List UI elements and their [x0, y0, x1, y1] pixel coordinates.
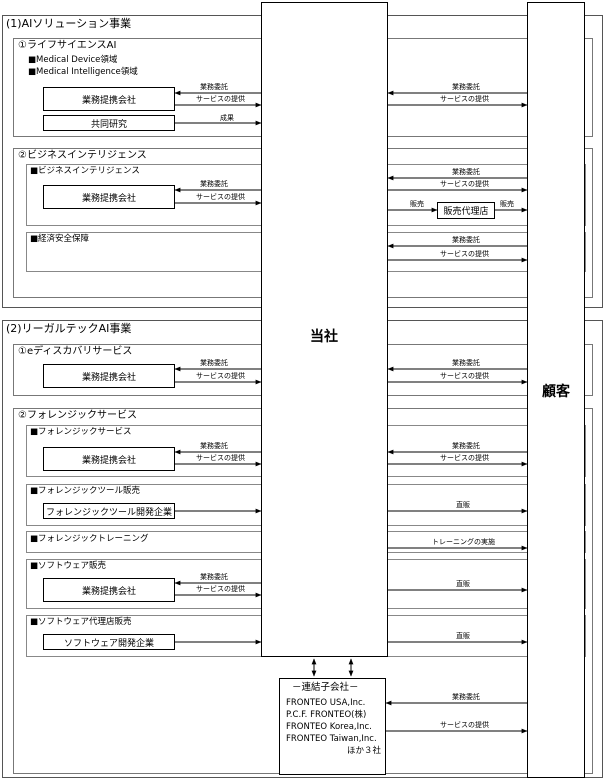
- forensic-partner-label: 業務提携会社: [81, 455, 136, 466]
- forensic-training-title: ■フォレンジックトレーニング: [30, 534, 149, 544]
- label-outsourcing: 業務委託: [200, 83, 228, 91]
- business-intelligence-title: ②ビジネスインテリジェンス: [18, 150, 147, 161]
- label-service: サービスの提供: [440, 372, 489, 380]
- software-sales-title: ■ソフトウェア販売: [30, 561, 107, 571]
- label-outsourcing: 業務委託: [200, 442, 228, 450]
- label-service: サービスの提供: [196, 585, 245, 593]
- section-ai-solution-title: (1)AIソリューション事業: [6, 17, 132, 30]
- consolidated-line: FRONTEO Taiwan,Inc.: [286, 734, 377, 744]
- label-outsourcing: 業務委託: [452, 359, 480, 367]
- label-direct: 直販: [456, 632, 470, 640]
- label-outsourcing: 業務委託: [452, 693, 480, 701]
- forensic-partner-box: 業務提携会社: [43, 447, 175, 471]
- label-training: トレーニングの実施: [432, 538, 495, 546]
- label-service: サービスの提供: [196, 193, 245, 201]
- consolidated-line: ほか３社: [347, 746, 382, 756]
- label-outsourcing: 業務委託: [200, 359, 228, 367]
- label-direct: 直販: [456, 501, 470, 509]
- company-label: 当社: [310, 329, 338, 345]
- consolidated-box: [279, 678, 386, 775]
- life-science-title: ①ライフサイエンスAI: [18, 40, 117, 51]
- label-direct: 直販: [456, 580, 470, 588]
- life-science-partner-box: 業務提携会社: [43, 87, 175, 111]
- label-outsourcing: 業務委託: [200, 180, 228, 188]
- customer-label: 顧客: [542, 384, 570, 400]
- joint-research-label: 共同研究: [90, 119, 127, 130]
- bi-partner-box: 業務提携会社: [43, 185, 175, 209]
- label-service: サービスの提供: [440, 454, 489, 462]
- label-service: サービスの提供: [196, 372, 245, 380]
- label-outsourcing: 業務委託: [200, 573, 228, 581]
- company-box: [261, 2, 388, 657]
- ediscovery-title: ①eディスカバリサービス: [18, 346, 133, 357]
- software-dev-label: ソフトウェア開発企業: [63, 638, 154, 649]
- label-service: サービスの提供: [440, 95, 489, 103]
- forensic-tool-title: ■フォレンジックツール販売: [30, 486, 141, 496]
- forensic-tool-dev-box: フォレンジックツール開発企業: [43, 503, 175, 519]
- consolidated-line: FRONTEO Korea,Inc.: [286, 722, 372, 732]
- section-legaltech-title: (2)リーガルテックAI事業: [6, 322, 132, 335]
- forensic-tool-dev-label: フォレンジックツール開発企業: [45, 507, 172, 518]
- joint-research-box: 共同研究: [43, 115, 175, 131]
- medical-device-bullet: ■Medical Device領域: [28, 55, 118, 65]
- consolidated-line: P.C.F. FRONTEO(株): [286, 710, 367, 720]
- label-service: サービスの提供: [196, 454, 245, 462]
- economic-security-title: ■経済安全保障: [30, 234, 90, 244]
- ediscovery-partner-label: 業務提携会社: [81, 372, 136, 383]
- label-service: サービスの提供: [440, 180, 489, 188]
- label-outsourcing: 業務委託: [452, 168, 480, 176]
- label-sales: 販売: [500, 200, 514, 208]
- label-outsourcing: 業務委託: [452, 236, 480, 244]
- life-science-partner-label: 業務提携会社: [81, 95, 136, 106]
- label-outsourcing: 業務委託: [452, 83, 480, 91]
- label-service: サービスの提供: [196, 95, 245, 103]
- label-result: 成果: [220, 114, 234, 122]
- customer-box: [527, 2, 585, 778]
- ediscovery-partner-box: 業務提携会社: [43, 364, 175, 388]
- sales-agency-label: 販売代理店: [443, 207, 489, 217]
- software-partner-box: 業務提携会社: [43, 578, 175, 602]
- bi-partner-label: 業務提携会社: [81, 193, 136, 204]
- software-dev-box: ソフトウェア開発企業: [43, 634, 175, 650]
- label-service: サービスの提供: [440, 721, 489, 729]
- label-service: サービスの提供: [440, 250, 489, 258]
- label-sales: 販売: [410, 200, 424, 208]
- medical-intelligence-bullet: ■Medical Intelligence領域: [28, 67, 138, 77]
- forensic-service-title: ■フォレンジックサービス: [30, 427, 132, 437]
- bi-panel-title: ■ビジネスインテリジェンス: [30, 166, 140, 176]
- consolidated-title: －連結子会社－: [292, 682, 359, 693]
- label-outsourcing: 業務委託: [452, 442, 480, 450]
- software-partner-label: 業務提携会社: [81, 586, 136, 597]
- consolidated-line: FRONTEO USA,Inc.: [286, 698, 366, 708]
- forensic-title: ②フォレンジックサービス: [18, 410, 137, 421]
- software-agency-title: ■ソフトウェア代理店販売: [30, 617, 132, 627]
